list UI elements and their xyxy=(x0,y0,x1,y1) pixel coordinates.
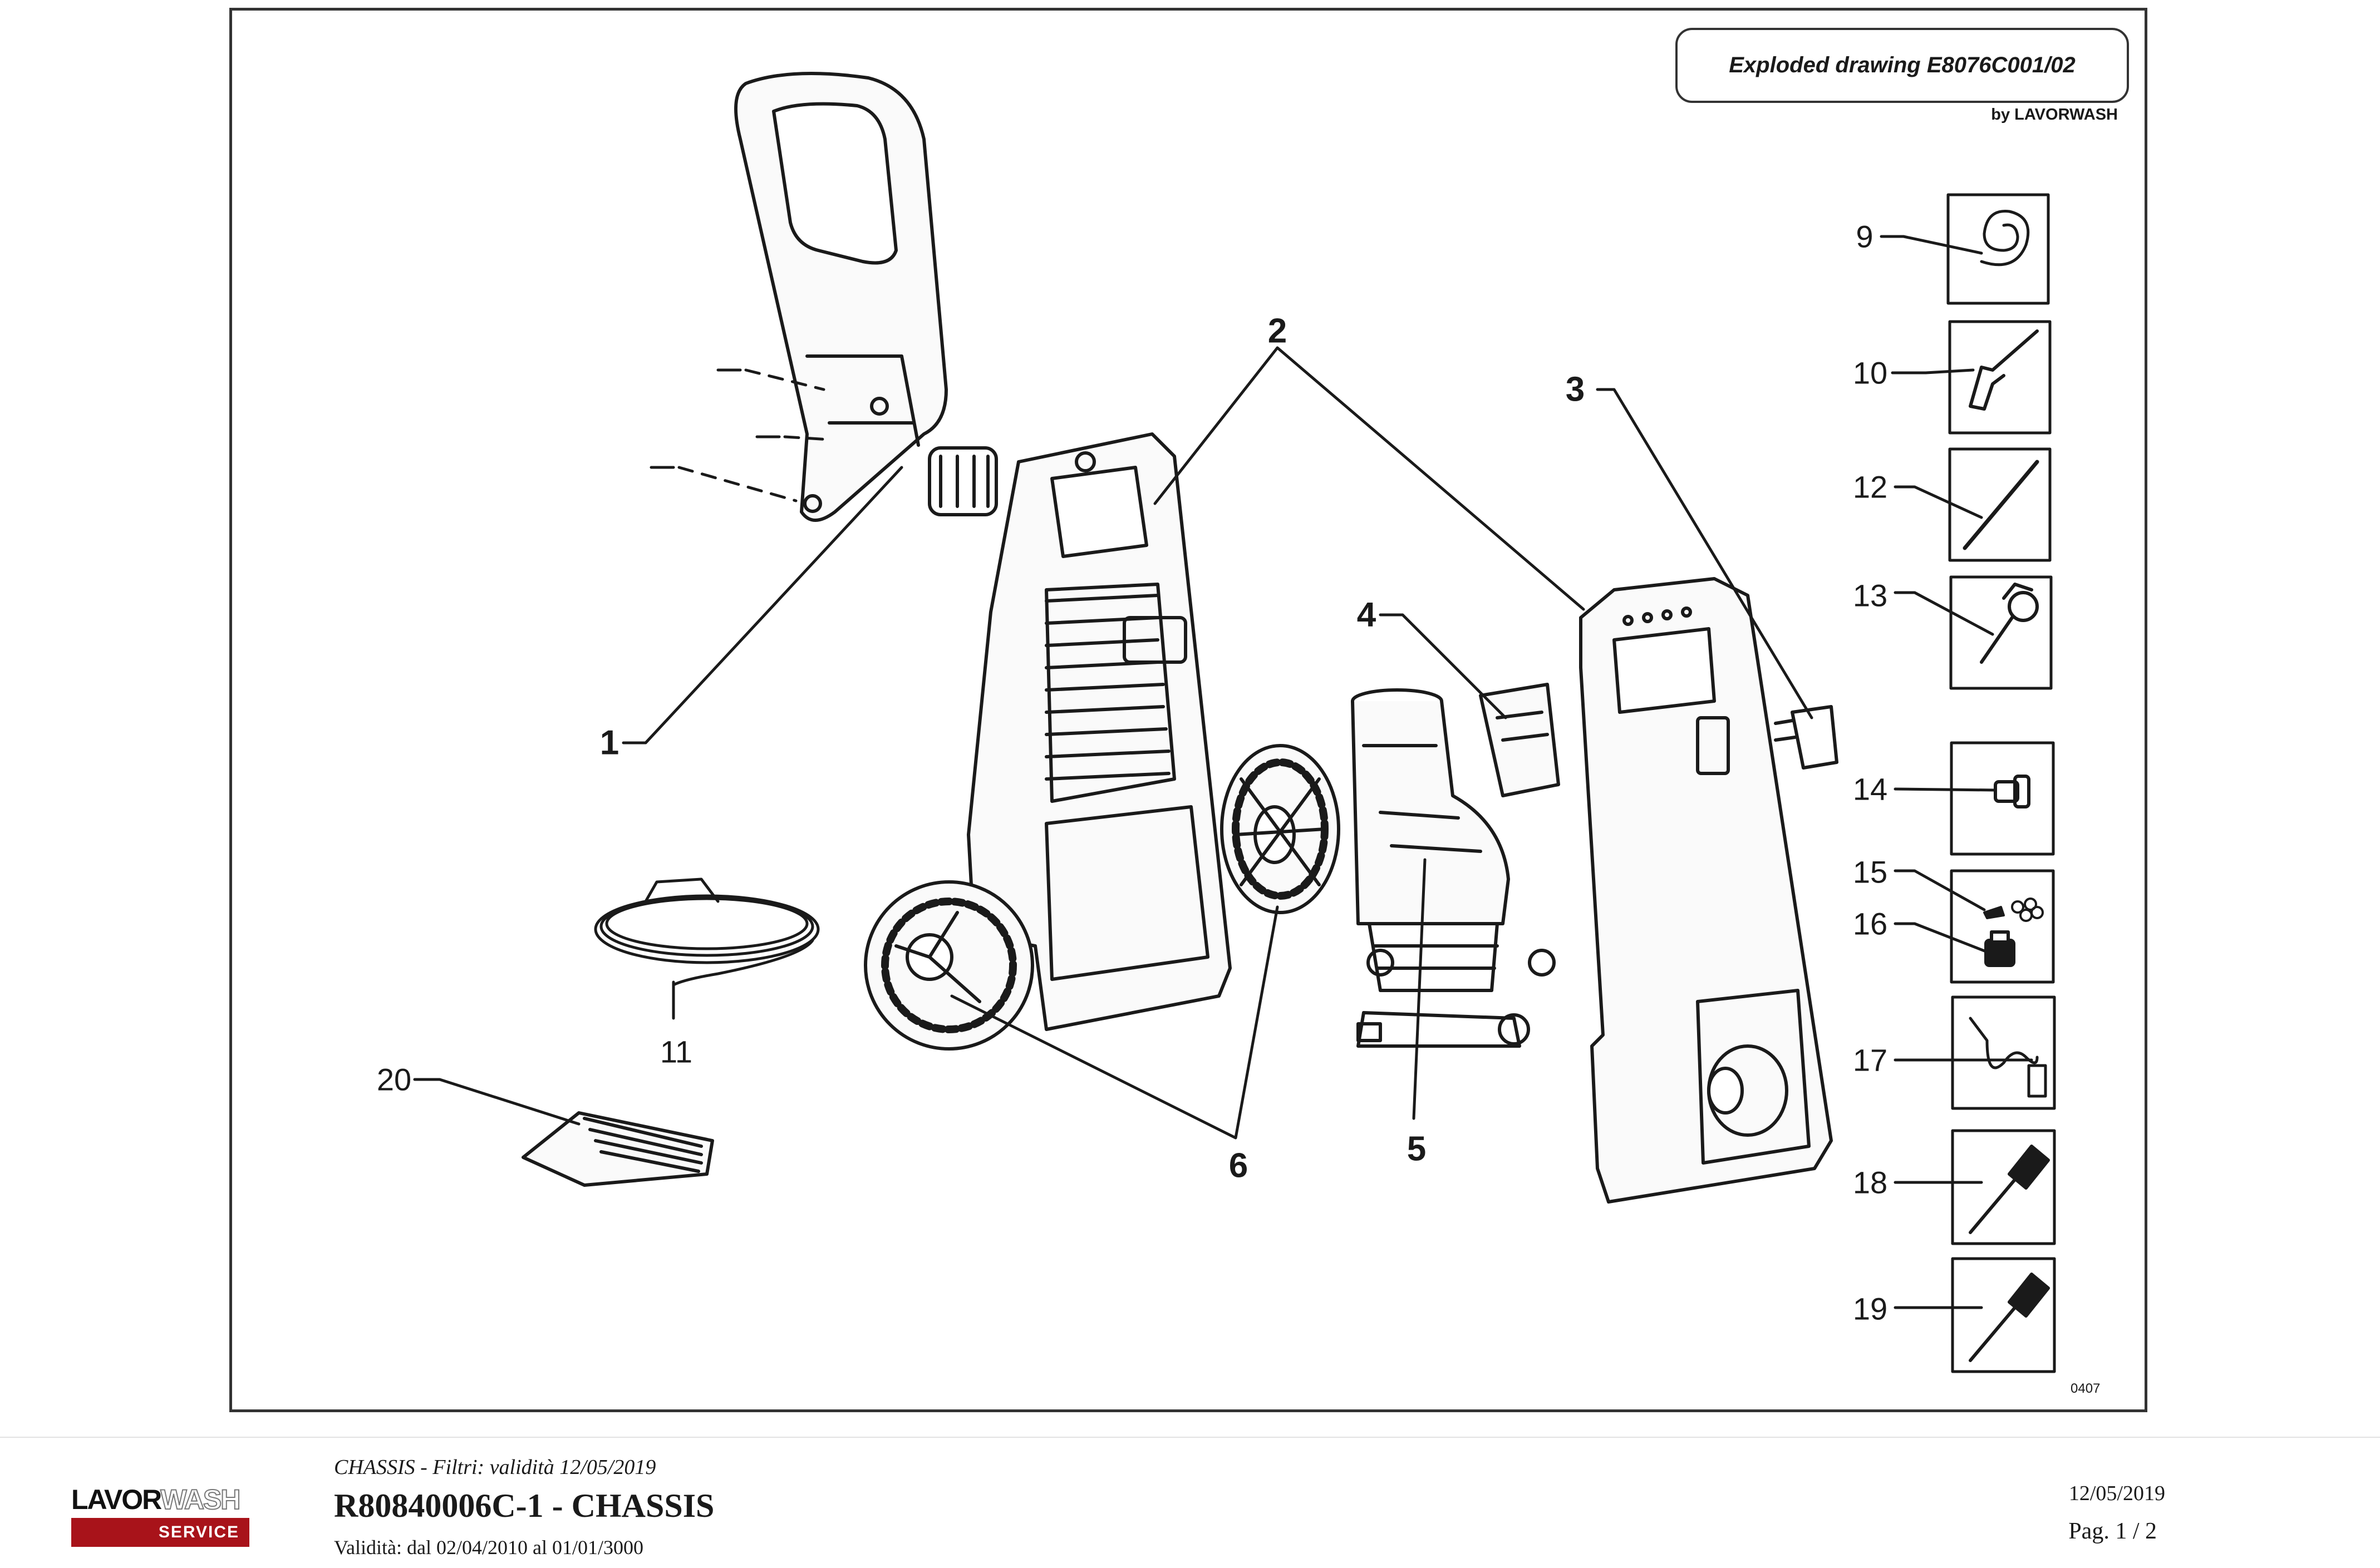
handle-icon xyxy=(734,72,998,522)
footer-date: 12/05/2019 xyxy=(2068,1482,2165,1505)
nozzle-detergent-box xyxy=(1950,869,2055,984)
pump-icon xyxy=(1351,688,1556,1048)
suction-hose-box xyxy=(1951,995,2056,1110)
suction-hose-icon xyxy=(1969,1017,2047,1098)
brush-box xyxy=(1951,1129,2056,1245)
page-number: Pag. 1 / 2 xyxy=(2068,1518,2157,1544)
footer-title: R80840006C-1 - CHASSIS xyxy=(334,1487,715,1524)
brush-icon xyxy=(1969,1145,2050,1234)
callout-16: 16 xyxy=(1852,906,1888,941)
callout-13: 13 xyxy=(1852,578,1888,613)
connector-icon xyxy=(1994,775,2030,808)
logo-word-wash: WASH xyxy=(160,1484,241,1516)
callout-3: 3 xyxy=(1565,370,1585,409)
footer-divider xyxy=(0,1437,2380,1438)
detergent-bottle-icon xyxy=(1984,930,2015,967)
spray-gun-box xyxy=(1948,320,2052,435)
drawing-frame xyxy=(229,8,2147,1412)
connector-box xyxy=(1950,741,2055,856)
power-cable-icon xyxy=(594,877,820,987)
footer-validity: Validità: dal 02/04/2010 al 01/01/3000 xyxy=(334,1536,643,1559)
footer-subtitle: CHASSIS - Filtri: validità 12/05/2019 xyxy=(334,1456,656,1479)
brush-box xyxy=(1951,1257,2056,1373)
switch-icon xyxy=(1774,705,1838,770)
byline: by LAVORWASH xyxy=(1991,106,2118,124)
wheel-icon xyxy=(864,880,1034,1051)
front-cover-icon xyxy=(1579,577,1833,1204)
switch-box-icon xyxy=(1479,683,1560,797)
callout-4: 4 xyxy=(1356,595,1376,634)
callout-19: 19 xyxy=(1852,1291,1888,1327)
nozzle-kit-icon xyxy=(1983,898,2044,922)
hose-coil-box xyxy=(1946,193,2050,305)
turbo-lance-box xyxy=(1949,575,2053,690)
wheel-icon xyxy=(1220,744,1340,914)
callout-12: 12 xyxy=(1852,469,1888,505)
callout-9: 9 xyxy=(1856,219,1873,254)
lavorwash-logo: LAVORWASH SERVICE xyxy=(71,1484,249,1551)
drawing-title: Exploded drawing E8076C001/02 xyxy=(1675,28,2129,103)
callout-11: 11 xyxy=(660,1034,693,1069)
leader-lines xyxy=(413,235,2033,1309)
logo-word-lavor: LAVOR xyxy=(71,1484,161,1515)
lance-icon xyxy=(1963,460,2039,550)
manual-icon xyxy=(522,1111,714,1187)
lance-box xyxy=(1948,447,2052,562)
callout-5: 5 xyxy=(1407,1130,1427,1168)
callout-17: 17 xyxy=(1852,1042,1888,1078)
callout-6: 6 xyxy=(1228,1146,1248,1185)
spray-gun-icon xyxy=(1969,329,2039,411)
logo-service-bar: SERVICE xyxy=(71,1518,249,1547)
body-frame-icon xyxy=(967,432,1232,1031)
drawing-code: 0407 xyxy=(2071,1381,2101,1396)
turbo-lance-icon xyxy=(1980,583,2039,664)
screw-icon xyxy=(650,368,831,502)
callout-2: 2 xyxy=(1267,312,1287,351)
brush-icon xyxy=(1969,1273,2050,1362)
callout-1: 1 xyxy=(599,723,619,762)
callout-18: 18 xyxy=(1852,1165,1888,1200)
hose-coil-icon xyxy=(1980,210,2030,267)
callout-15: 15 xyxy=(1852,854,1888,890)
callout-10: 10 xyxy=(1852,355,1888,391)
callout-20: 20 xyxy=(376,1062,412,1097)
callout-14: 14 xyxy=(1852,771,1888,807)
